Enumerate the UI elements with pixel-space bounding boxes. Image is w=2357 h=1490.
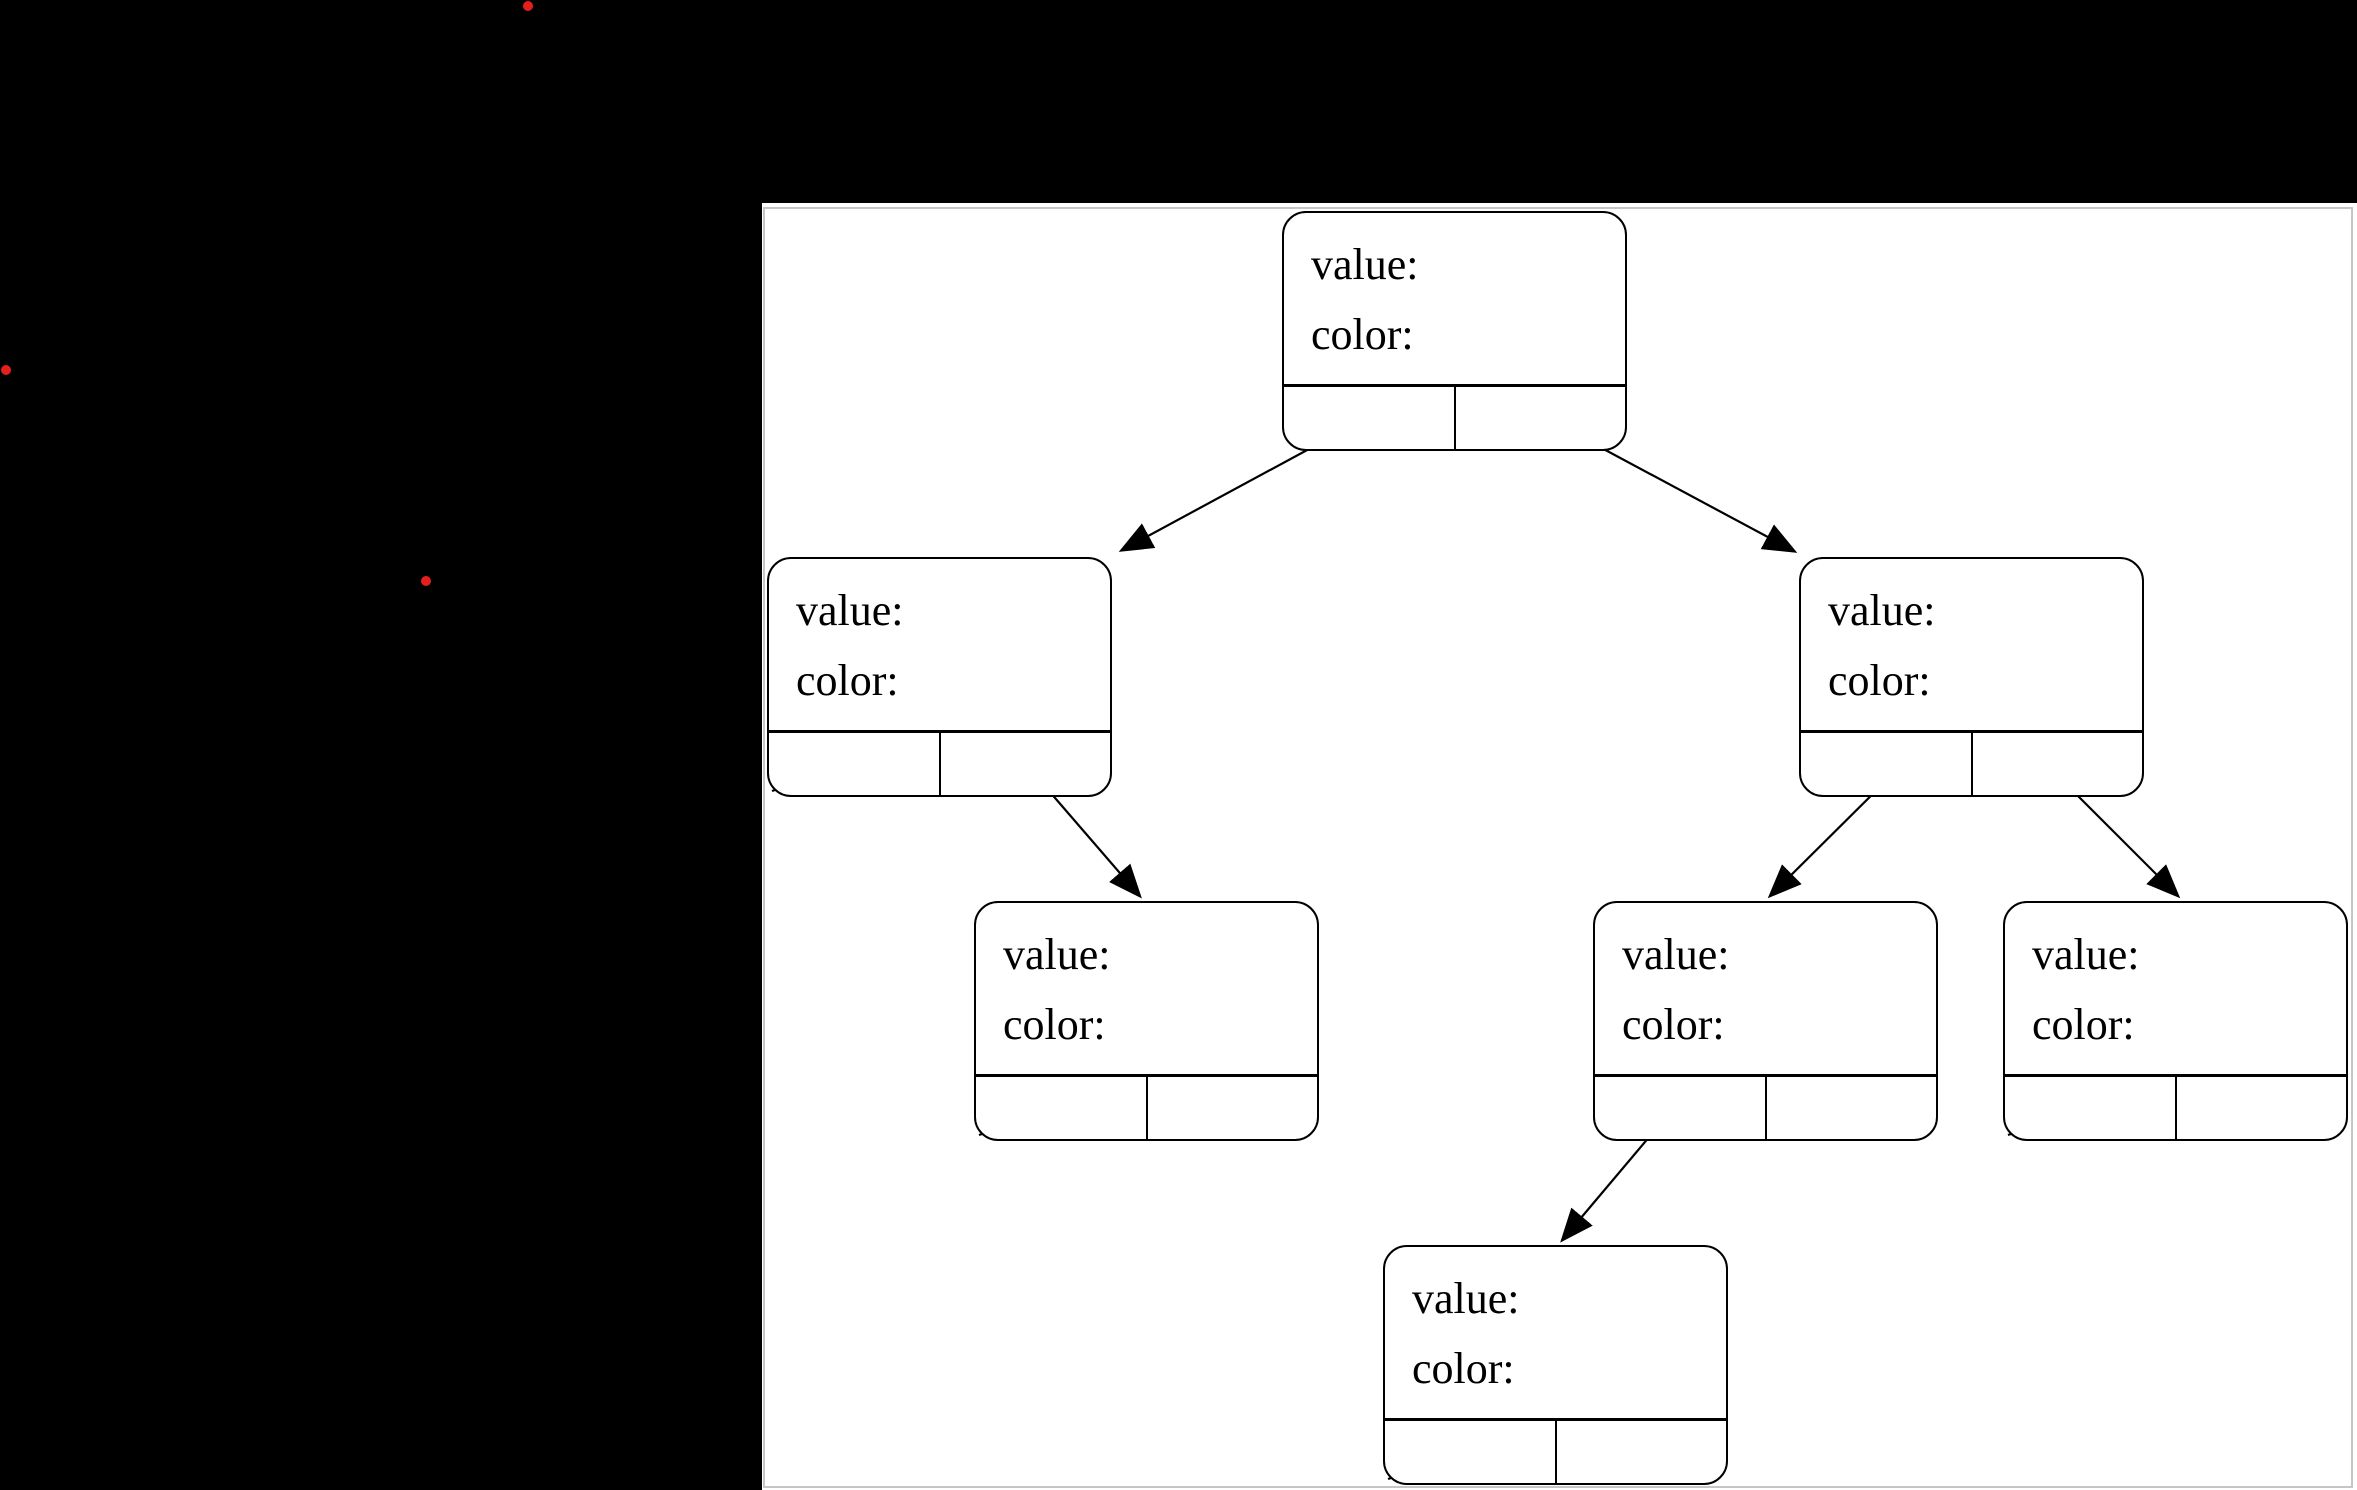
tree-node-left-right-grandchild: value: color: [974, 901, 1319, 1141]
node-pointer-row [1385, 1418, 1726, 1483]
red-dot-1 [523, 1, 533, 11]
node-value-field-label: value: [796, 586, 904, 635]
red-dot-3 [421, 576, 431, 586]
node-pointer-divider [1145, 1077, 1148, 1139]
node-color-field-label: color: [2032, 1000, 2135, 1049]
node-value-field-label: value: [1828, 586, 1936, 635]
node-pointer-row [1801, 730, 2142, 795]
tree-node-right-right-grandchild: value: color: [2003, 901, 2348, 1141]
node-value-field-label: value: [1003, 930, 1111, 979]
node-color-field-label: color: [1412, 1344, 1515, 1393]
node-value-field-label: value: [1622, 930, 1730, 979]
node-pointer-divider [1764, 1077, 1767, 1139]
node-pointer-row [2005, 1074, 2346, 1139]
node-pointer-row [769, 730, 1110, 795]
node-color-field-label: color: [796, 656, 899, 705]
node-color-field-label: color: [1311, 310, 1414, 359]
node-color-field-label: color: [1828, 656, 1931, 705]
node-pointer-row [1595, 1074, 1936, 1139]
node-pointer-row [976, 1074, 1317, 1139]
node-pointer-row [1284, 384, 1625, 449]
tree-node-right-left-grandchild: value: color: [1593, 901, 1938, 1141]
node-pointer-divider [938, 733, 941, 795]
tree-node-right-child: value: color: [1799, 557, 2144, 797]
node-pointer-divider [2174, 1077, 2177, 1139]
node-pointer-divider [1453, 387, 1456, 449]
tree-node-great-grandchild: value: color: [1383, 1245, 1728, 1485]
node-pointer-divider [1970, 733, 1973, 795]
red-dot-2 [1, 365, 11, 375]
tree-node-left-child: value: color: [767, 557, 1112, 797]
node-value-field-label: value: [2032, 930, 2140, 979]
node-color-field-label: color: [1622, 1000, 1725, 1049]
node-value-field-label: value: [1311, 240, 1419, 289]
node-pointer-divider [1554, 1421, 1557, 1483]
tree-node-root: value: color: [1282, 211, 1627, 451]
node-color-field-label: color: [1003, 1000, 1106, 1049]
node-value-field-label: value: [1412, 1274, 1520, 1323]
